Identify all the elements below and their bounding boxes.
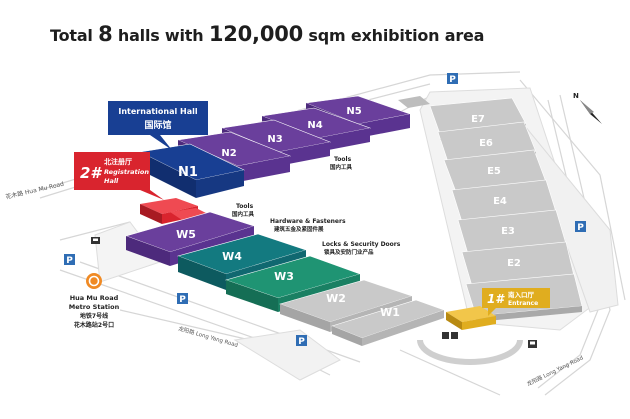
hall-label: N3 bbox=[267, 134, 282, 145]
parking-marker[interactable]: P bbox=[296, 335, 307, 347]
callout-text: International Hall bbox=[118, 107, 197, 116]
callout-text: 南入口厅 bbox=[508, 290, 535, 299]
callout-number: 2# bbox=[80, 164, 102, 182]
entrance-hall-1[interactable] bbox=[446, 306, 496, 330]
category-locks: Locks & Security Doors 锁具及安防门业产品 bbox=[322, 241, 401, 256]
hall-label: N4 bbox=[307, 120, 322, 131]
category-tools-north: Tools 国内工具 bbox=[330, 156, 353, 171]
road-label-huamu: 花木路 Hua Mu Road bbox=[5, 180, 65, 201]
metro-icon bbox=[86, 273, 102, 289]
bus-stop[interactable] bbox=[91, 237, 100, 244]
svg-text:锁具及安防门业产品: 锁具及安防门业产品 bbox=[324, 248, 374, 256]
category-hardware: Hardware & Fasteners 建筑五金及紧固件展 bbox=[270, 218, 346, 233]
hall-n1[interactable]: N1 bbox=[139, 143, 245, 198]
international-hall-callout: International Hall 国际馆 bbox=[108, 101, 208, 150]
callout-number: 1# bbox=[487, 292, 505, 306]
entrance-loop bbox=[417, 339, 523, 365]
hall-label: W5 bbox=[176, 228, 196, 241]
hall-label: W1 bbox=[380, 306, 400, 319]
parking-marker[interactable]: P bbox=[64, 254, 75, 266]
parking-marker[interactable]: P bbox=[447, 73, 458, 85]
parking-marker[interactable]: P bbox=[177, 293, 188, 305]
svg-text:建筑五金及紧固件展: 建筑五金及紧固件展 bbox=[274, 225, 324, 233]
parking-icon bbox=[296, 335, 307, 346]
hall-label: E3 bbox=[501, 226, 515, 237]
svg-text:Tools: Tools bbox=[236, 203, 254, 210]
bus-icon bbox=[442, 332, 449, 339]
hall-label: W3 bbox=[274, 270, 294, 283]
svg-text:国内工具: 国内工具 bbox=[330, 163, 353, 171]
hall-label: E5 bbox=[487, 166, 501, 177]
category-tools-west: Tools 国内工具 bbox=[232, 203, 255, 218]
svg-text:Hardware & Fasteners: Hardware & Fasteners bbox=[270, 218, 346, 225]
north-label: N bbox=[573, 92, 579, 100]
metro-label: Hua Mu Road bbox=[70, 294, 119, 302]
hall-label: N5 bbox=[346, 106, 361, 117]
parking-icon bbox=[177, 293, 188, 304]
registration-hall-callout: 2# 北注册厅 Registration Hall bbox=[74, 152, 164, 200]
south-plaza bbox=[233, 329, 341, 381]
callout-text: Registration bbox=[104, 168, 149, 176]
hall-label: W2 bbox=[326, 292, 346, 305]
annex-building bbox=[398, 96, 430, 108]
svg-text:P: P bbox=[179, 295, 186, 305]
metro-station[interactable]: Hua Mu Road Metro Station 地铁7号线 花木路站2号口 bbox=[69, 273, 120, 329]
hall-label: W4 bbox=[222, 250, 242, 263]
facility-marker[interactable] bbox=[442, 332, 458, 339]
bus-icon bbox=[451, 332, 458, 339]
parking-icon bbox=[575, 221, 586, 232]
callout-text: Entrance bbox=[508, 300, 538, 307]
hall-w1[interactable]: W1 bbox=[331, 299, 445, 346]
metro-label: Metro Station bbox=[69, 303, 120, 311]
callout-text: 国际馆 bbox=[144, 119, 171, 131]
road-label-longyang-west: 龙阳路 Long Yang Road bbox=[177, 324, 239, 349]
parking-marker[interactable]: P bbox=[575, 221, 586, 233]
entrance-hall-callout: 1# 南入口厅 Entrance bbox=[482, 288, 550, 316]
hall-label: N1 bbox=[178, 165, 198, 180]
callout-text: 北注册厅 bbox=[104, 157, 132, 166]
svg-text:P: P bbox=[449, 75, 456, 85]
hall-label: E4 bbox=[493, 196, 507, 207]
svg-text:P: P bbox=[298, 337, 305, 347]
metro-label: 花木路站2号口 bbox=[74, 321, 114, 329]
parking-icon bbox=[64, 254, 75, 265]
svg-text:P: P bbox=[66, 256, 73, 266]
svg-text:Locks & Security Doors: Locks & Security Doors bbox=[322, 241, 401, 248]
svg-text:国内工具: 国内工具 bbox=[232, 210, 255, 218]
svg-text:P: P bbox=[577, 223, 584, 233]
hall-label: N2 bbox=[221, 148, 236, 159]
parking-icon bbox=[447, 73, 458, 84]
svg-text:Tools: Tools bbox=[334, 156, 352, 163]
bus-stop[interactable] bbox=[528, 340, 537, 348]
north-arrow-icon: N bbox=[573, 92, 602, 124]
page-title: Total 8 halls with 120,000 sqm exhibitio… bbox=[50, 22, 485, 46]
hall-label: E6 bbox=[479, 138, 493, 149]
hall-label: E2 bbox=[507, 258, 521, 269]
callout-text: Hall bbox=[104, 177, 119, 185]
metro-label: 地铁7号线 bbox=[80, 312, 108, 320]
hall-label: E7 bbox=[471, 114, 485, 125]
